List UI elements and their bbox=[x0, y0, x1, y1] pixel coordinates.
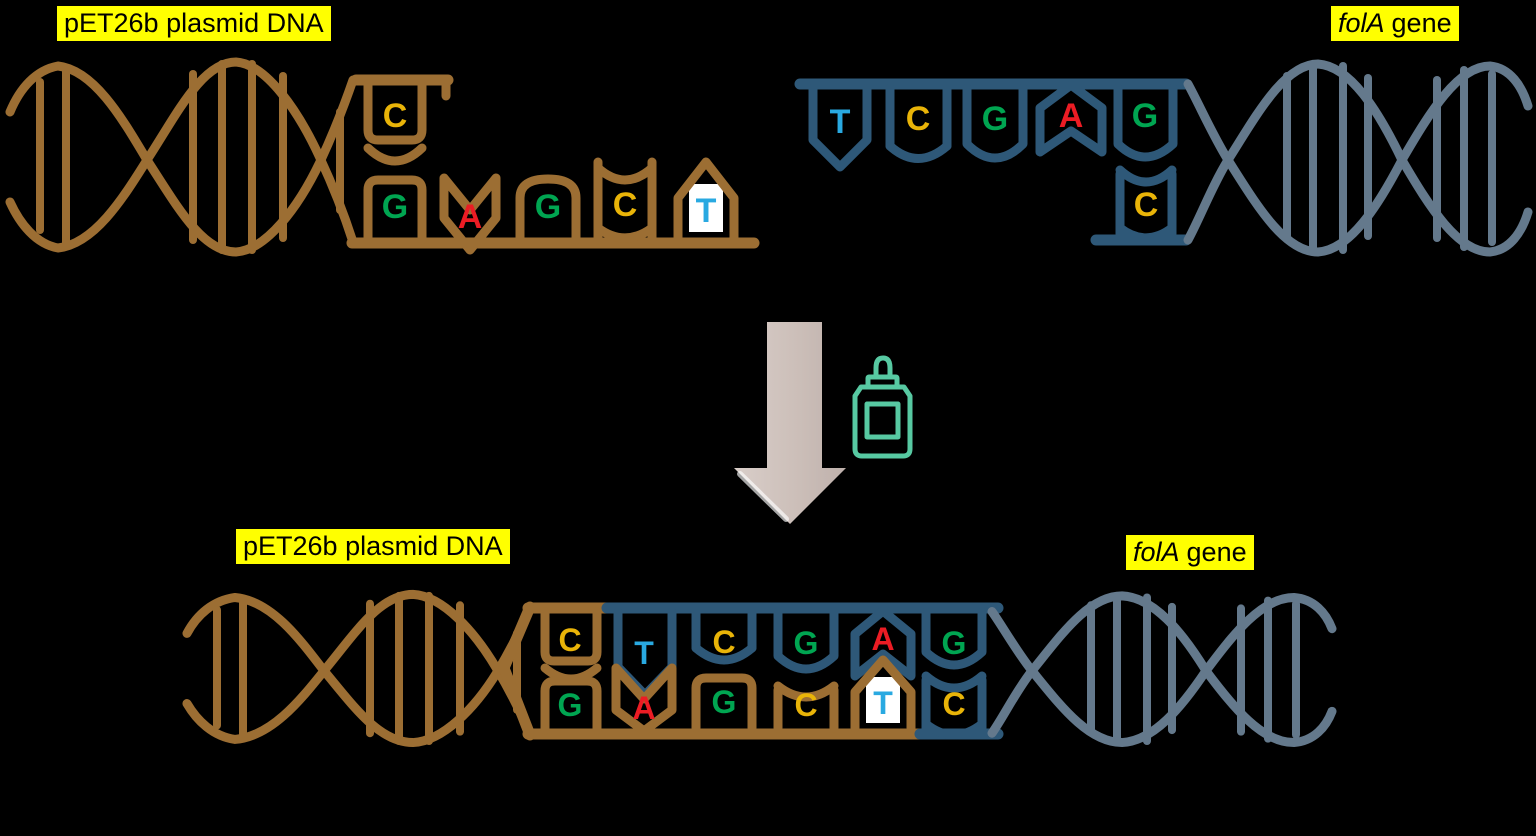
base-letter-A: A bbox=[871, 621, 894, 657]
label-plasmid-bottom: pET26b plasmid DNA bbox=[236, 529, 510, 565]
base-piece-T bbox=[808, 83, 872, 172]
label-gene-rest: gene bbox=[1391, 8, 1452, 38]
base-bond-arc bbox=[593, 163, 657, 185]
base-letter-G: G bbox=[794, 625, 819, 661]
base-letter-G: G bbox=[558, 687, 583, 723]
label-plasmid-top: pET26b plasmid DNA bbox=[57, 6, 331, 42]
helix-strand bbox=[5, 61, 358, 257]
helix-strand bbox=[187, 594, 530, 739]
base-piece-A bbox=[611, 663, 677, 736]
base-letter-T: T bbox=[634, 635, 654, 671]
base-bond-arc bbox=[593, 223, 657, 243]
product-plasmid-helix bbox=[187, 594, 530, 742]
base-piece-G bbox=[921, 607, 987, 670]
base-letters: C G A G C T T C G A G C C T C G A G G A … bbox=[382, 97, 1159, 726]
base-piece-G bbox=[363, 175, 427, 245]
base-letter-C: C bbox=[906, 100, 931, 138]
label-gene-italic: folA bbox=[1133, 537, 1180, 567]
base-piece-G bbox=[540, 676, 602, 735]
base-piece-C bbox=[363, 79, 427, 145]
base-letter-G: G bbox=[982, 100, 1008, 138]
plasmid-junction-chevron bbox=[498, 601, 536, 741]
glue-bottle-icon bbox=[852, 355, 913, 459]
base-piece-T bbox=[850, 655, 916, 733]
base-bond-arc bbox=[921, 671, 987, 693]
base-piece-C bbox=[540, 607, 602, 666]
base-letter-G: G bbox=[942, 625, 967, 661]
base-letter-G: G bbox=[712, 684, 737, 720]
base-piece-G bbox=[1113, 83, 1178, 162]
ligation-arrow bbox=[734, 322, 846, 524]
plasmid-helix-top bbox=[5, 57, 358, 257]
base-bond-arc bbox=[921, 719, 987, 740]
helix-strand bbox=[992, 596, 1332, 743]
base-piece-G bbox=[515, 174, 581, 245]
label-text: pET26b plasmid DNA bbox=[243, 531, 503, 561]
helix-strand bbox=[1183, 59, 1533, 257]
base-letter-C: C bbox=[942, 686, 965, 722]
gene-helix-top bbox=[1183, 59, 1533, 257]
glue-bottle-tip bbox=[873, 355, 893, 380]
base-letter-T: T bbox=[696, 192, 717, 230]
base-piece-G bbox=[962, 83, 1028, 163]
base-letter-A: A bbox=[632, 690, 655, 726]
plasmid-sticky-end-top bbox=[346, 74, 760, 255]
base-bond-arc bbox=[691, 643, 757, 665]
helix-strand bbox=[187, 597, 530, 742]
gene-sticky-end-top bbox=[794, 78, 1192, 246]
label-gene-italic: folA bbox=[1338, 8, 1385, 38]
label-text: pET26b plasmid DNA bbox=[64, 8, 324, 38]
base-letter-C: C bbox=[383, 97, 408, 135]
down-arrow-icon bbox=[734, 322, 846, 524]
product-assembly bbox=[498, 601, 1004, 741]
base-piece-A bbox=[439, 173, 501, 255]
base-letter-A: A bbox=[458, 198, 483, 236]
base-letter-G: G bbox=[1132, 97, 1158, 135]
t-base-white-box bbox=[866, 677, 900, 723]
base-letter-C: C bbox=[558, 622, 581, 658]
base-letter-C: C bbox=[794, 687, 817, 723]
base-letter-C: C bbox=[613, 186, 638, 224]
base-bond-arc bbox=[773, 681, 839, 702]
label-gene-rest: gene bbox=[1186, 537, 1247, 567]
base-letter-T: T bbox=[873, 685, 893, 721]
base-piece-G bbox=[691, 673, 757, 733]
base-letter-A: A bbox=[1059, 97, 1084, 135]
helix-strand bbox=[5, 57, 358, 253]
glue-bottle-label bbox=[864, 401, 901, 440]
glue-bottle-body bbox=[852, 384, 913, 459]
base-bond-arc bbox=[363, 143, 427, 166]
base-letter-G: G bbox=[535, 188, 561, 226]
base-letter-C: C bbox=[1134, 186, 1159, 224]
base-piece-A bbox=[1035, 80, 1107, 157]
base-bond-arc bbox=[1115, 165, 1177, 187]
base-bond-arc bbox=[885, 141, 952, 163]
base-piece-A bbox=[850, 606, 916, 681]
arrow-highlight bbox=[737, 471, 789, 522]
base-piece-T bbox=[673, 157, 739, 245]
base-letter-T: T bbox=[830, 103, 851, 141]
base-letter-G: G bbox=[382, 188, 408, 226]
product-gene-helix bbox=[992, 596, 1332, 743]
base-piece-G bbox=[773, 607, 839, 674]
base-letter-C: C bbox=[712, 624, 735, 660]
t-base-white-box bbox=[689, 184, 723, 232]
